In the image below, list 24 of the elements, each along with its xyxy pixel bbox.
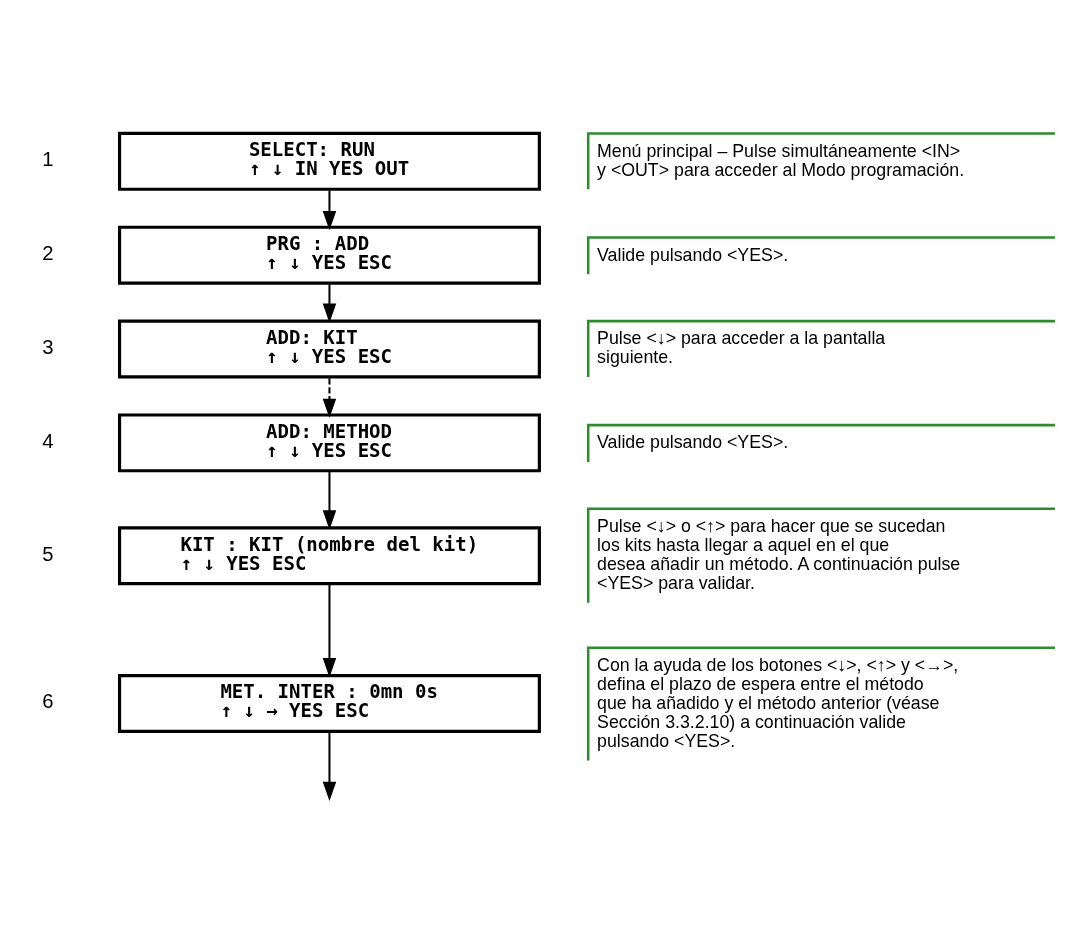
node-label: 3 (42, 335, 54, 358)
arrow (322, 470, 337, 530)
node-box: ADD: KIT ↑ ↓ YES ESC (117, 319, 541, 378)
node-label: 2 (42, 241, 54, 264)
node-label: Menú principal – Pulse simultáneamente <IN> y <OUT> para acceder al Modo programación. (597, 140, 965, 180)
node-label: Valide pulsando <YES>. (597, 244, 789, 264)
arrow (322, 732, 337, 801)
node-label: Pulse <↓> o <↑> para hacer que se sucedan los kits hasta llegar a aquel en el que desea añadir un método. A continuación pulse <YES> para validar. (597, 515, 961, 593)
node-box: MET. INTER : 0mn 0s ↑ ↓ → YES ESC (117, 673, 541, 733)
node-label: 6 (42, 689, 54, 712)
node-label: Pulse <↓> para acceder a la pantalla siguiente. (597, 327, 886, 367)
node-label: Con la ayuda de los botones <↓>, <↑> y <→>, defina el plazo de espera entre el método que ha añadido y el método anterior (véase Sección 3.3.2.10) a continuación valide pulsando <YES>. (597, 654, 959, 751)
node-label: Valide pulsando <YES>. (597, 431, 789, 452)
arrow (322, 584, 337, 677)
arrow (322, 190, 337, 230)
node-box: ADD: METHOD ↑ ↓ YES ESC (117, 412, 541, 472)
node-box: KIT : KIT (nombre del kit) ↑ ↓ YES ESC (117, 525, 541, 585)
arrow (322, 282, 337, 323)
arrow (322, 377, 337, 418)
node-label: 1 (42, 147, 54, 170)
node-box: PRG : ADD ↑ ↓ YES ESC (117, 225, 541, 285)
node-label: 4 (42, 429, 54, 452)
node-label: 5 (42, 542, 54, 565)
node-box: SELECT: RUN ↑ ↓ IN YES OUT (117, 131, 541, 191)
